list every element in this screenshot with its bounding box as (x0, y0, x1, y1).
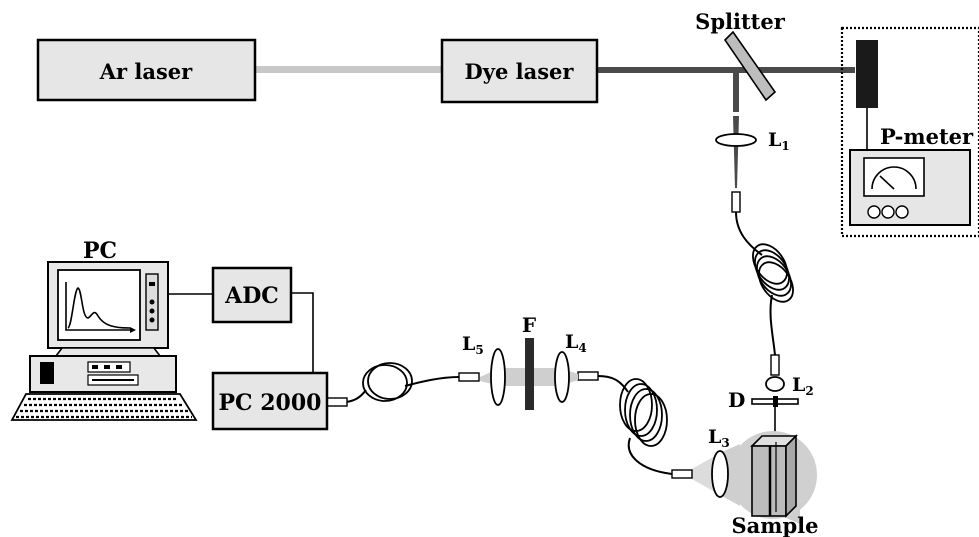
wire-adc-pc2000 (291, 292, 314, 373)
fiber-connector (458, 372, 480, 382)
ar-laser-beam (255, 66, 442, 73)
lens-l2-label: L2 (792, 374, 814, 398)
p-meter-enclosure (840, 26, 979, 238)
focused-beam-l1 (733, 116, 739, 188)
dye-laser-beam (597, 67, 855, 73)
lens-l1: L1 (715, 129, 790, 153)
lens-l4-label: L4 (565, 331, 587, 355)
pc2000-label: PC 2000 (219, 390, 322, 416)
sample-label: Sample (731, 513, 818, 537)
fiber-coil-spectrometer (326, 362, 480, 407)
lens-l4: L4 (554, 331, 587, 403)
lens-l2: L2 (765, 374, 814, 398)
dye-laser-label: Dye laser (465, 59, 575, 84)
dye-laser: Dye laser (440, 38, 599, 104)
adc: ADC (211, 266, 293, 324)
fiber-connector (770, 354, 780, 376)
ar-laser: Ar laser (36, 38, 257, 102)
splitter-label: Splitter (695, 9, 786, 34)
lens-l5: L5 (462, 333, 506, 406)
keyboard-keys (16, 397, 192, 419)
fiber-coil-lower (577, 371, 693, 479)
fiber-coil-upper (731, 191, 794, 376)
fiber-connector (577, 371, 599, 381)
monitor-stand (54, 347, 162, 357)
adc-label: ADC (224, 283, 279, 309)
meter-knob (881, 205, 895, 219)
fiber-connector (731, 191, 741, 213)
meter-knob (895, 205, 909, 219)
keyboard (10, 393, 198, 421)
p-meter-label: P-meter (880, 124, 974, 149)
diaphragm: D (728, 388, 799, 412)
lens-l1-label: L1 (768, 129, 790, 153)
power-detector (856, 40, 878, 108)
lens-l3-label: L3 (708, 426, 730, 450)
power-meter: P-meter (840, 26, 979, 238)
dial-needle (879, 175, 895, 190)
lens-l5-label: L5 (462, 333, 484, 357)
screen-spectrum (67, 287, 131, 329)
sample: Sample (729, 407, 819, 537)
meter-dial (863, 157, 925, 197)
beam-splitter: Splitter (695, 9, 786, 102)
computer: PC (10, 238, 198, 421)
fiber-connector (326, 397, 348, 407)
filter: F (522, 313, 536, 410)
meter-knob (867, 205, 881, 219)
fiber-connector (671, 469, 693, 479)
dial-arc (871, 166, 917, 190)
pc-label: PC (83, 238, 117, 264)
lens-l3: L3 (690, 426, 740, 506)
filter-label: F (522, 313, 536, 337)
ar-laser-label: Ar laser (99, 59, 193, 84)
reflected-beam (733, 70, 739, 112)
diaphragm-label: D (728, 388, 745, 412)
screen-axes (65, 282, 134, 331)
pc2000-spectrometer: PC 2000 (211, 371, 329, 431)
